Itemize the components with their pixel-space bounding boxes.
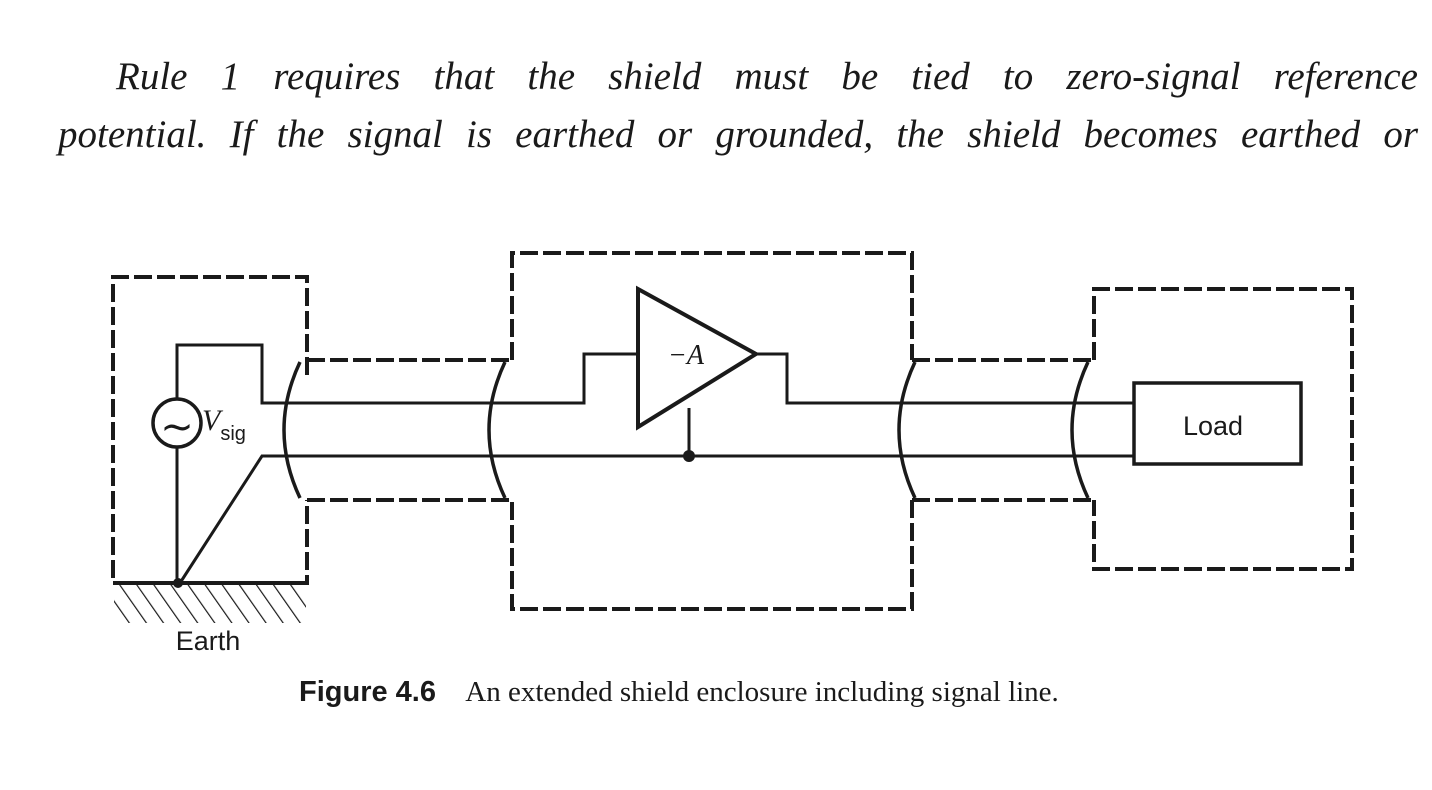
source-earth-junction: [173, 578, 183, 588]
cable-shield-2: [912, 358, 1094, 502]
source-enclosure: [111, 275, 309, 585]
source-wave-icon: ~: [160, 404, 194, 450]
earth-label: Earth: [176, 626, 241, 656]
amplifier-ground-junction: [683, 450, 695, 462]
load-enclosure: [1092, 287, 1354, 571]
ac-source-symbol: [151, 397, 203, 449]
figure-caption-text: An extended shield enclosure including s…: [465, 676, 1059, 708]
cable-end-right-1: [487, 361, 507, 499]
cable-end-left-2: [897, 361, 917, 499]
body-text: Rule 1 requires that the shield must be …: [58, 48, 1418, 164]
body-text-line-1: Rule 1 requires that the shield must be …: [116, 55, 1418, 98]
amplifier-enclosure: [510, 251, 914, 611]
amplifier-label: −A: [668, 340, 705, 371]
cable-end-right-2: [1070, 361, 1090, 499]
amplifier-triangle: [636, 285, 760, 431]
source-label: Vsig: [202, 404, 246, 445]
body-text-line-2: potential. If the signal is earthed or g…: [58, 113, 1418, 156]
signal-wire-out: [756, 352, 1134, 405]
cable-end-left-1: [282, 361, 302, 499]
cable-shield-1: [307, 358, 512, 502]
signal-wire-in: [175, 343, 638, 405]
earth-hatch: [114, 583, 306, 623]
source-label-sub: sig: [220, 423, 246, 445]
load-box: [1132, 381, 1303, 466]
return-wire: [175, 408, 1134, 584]
load-label: Load: [1183, 411, 1243, 441]
figure-number: Figure 4.6: [299, 676, 436, 708]
source-label-main: V: [202, 404, 224, 437]
figure-caption: Figure 4.6 An extended shield enclosure …: [299, 676, 1059, 709]
